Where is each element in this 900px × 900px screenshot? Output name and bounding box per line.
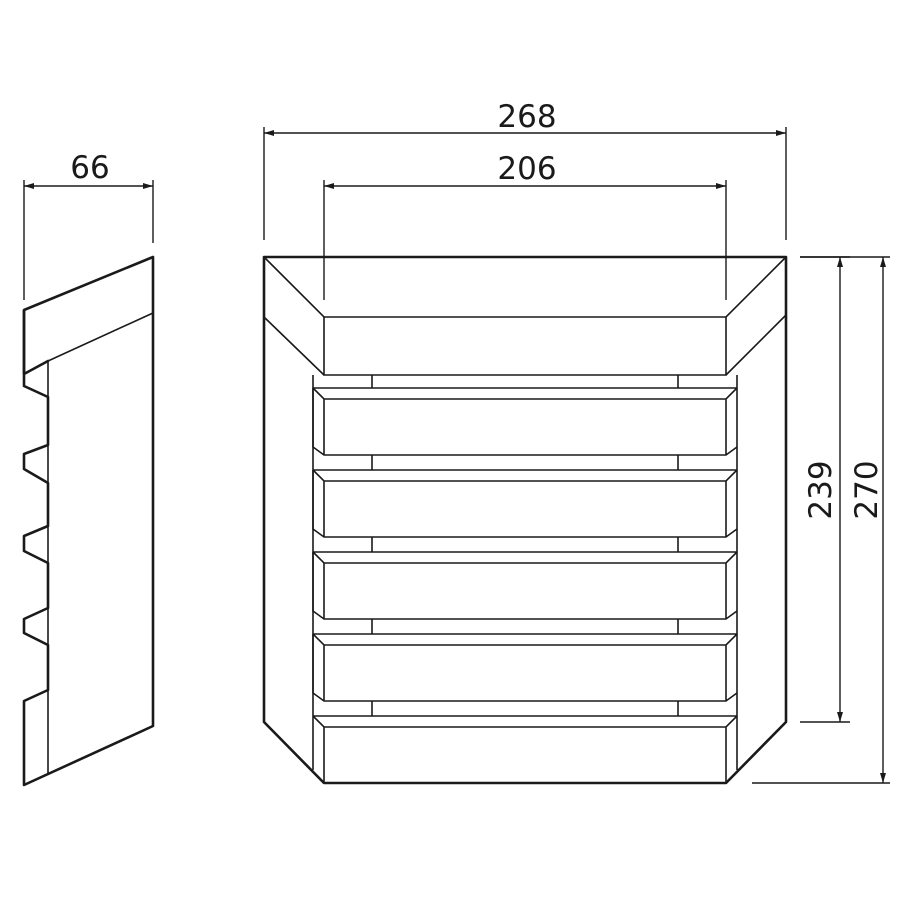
side-view [22,255,155,787]
louver [312,633,738,716]
front-view [262,255,788,785]
dimension-overall-height: 270 [752,256,890,784]
front-view-outline [262,255,788,785]
inner-width-label: 206 [497,151,556,187]
side-view-outline [22,255,155,787]
overall-width-label: 268 [497,99,556,135]
louver-lines [312,633,738,716]
louvers [312,375,738,783]
dimension-depth: 66 [23,150,154,300]
louver [312,551,738,634]
spacer [371,375,679,388]
inner-height-label: 239 [803,460,839,519]
dimension-inner-width: 206 [323,151,727,300]
louver-lines [312,387,738,470]
dimension-overall-width: 268 [263,99,787,240]
depth-label: 66 [70,150,109,186]
louver-lines [312,715,738,783]
louver-lines [312,469,738,552]
louver-lines [312,551,738,634]
overall-height-label: 270 [849,460,885,519]
side-view-cap-line [47,312,154,362]
louver [312,387,738,470]
dimension-inner-height: 239 [800,256,850,723]
louver [312,715,738,783]
inner-frame [312,375,738,770]
louver [312,469,738,552]
top-cap [263,256,787,376]
